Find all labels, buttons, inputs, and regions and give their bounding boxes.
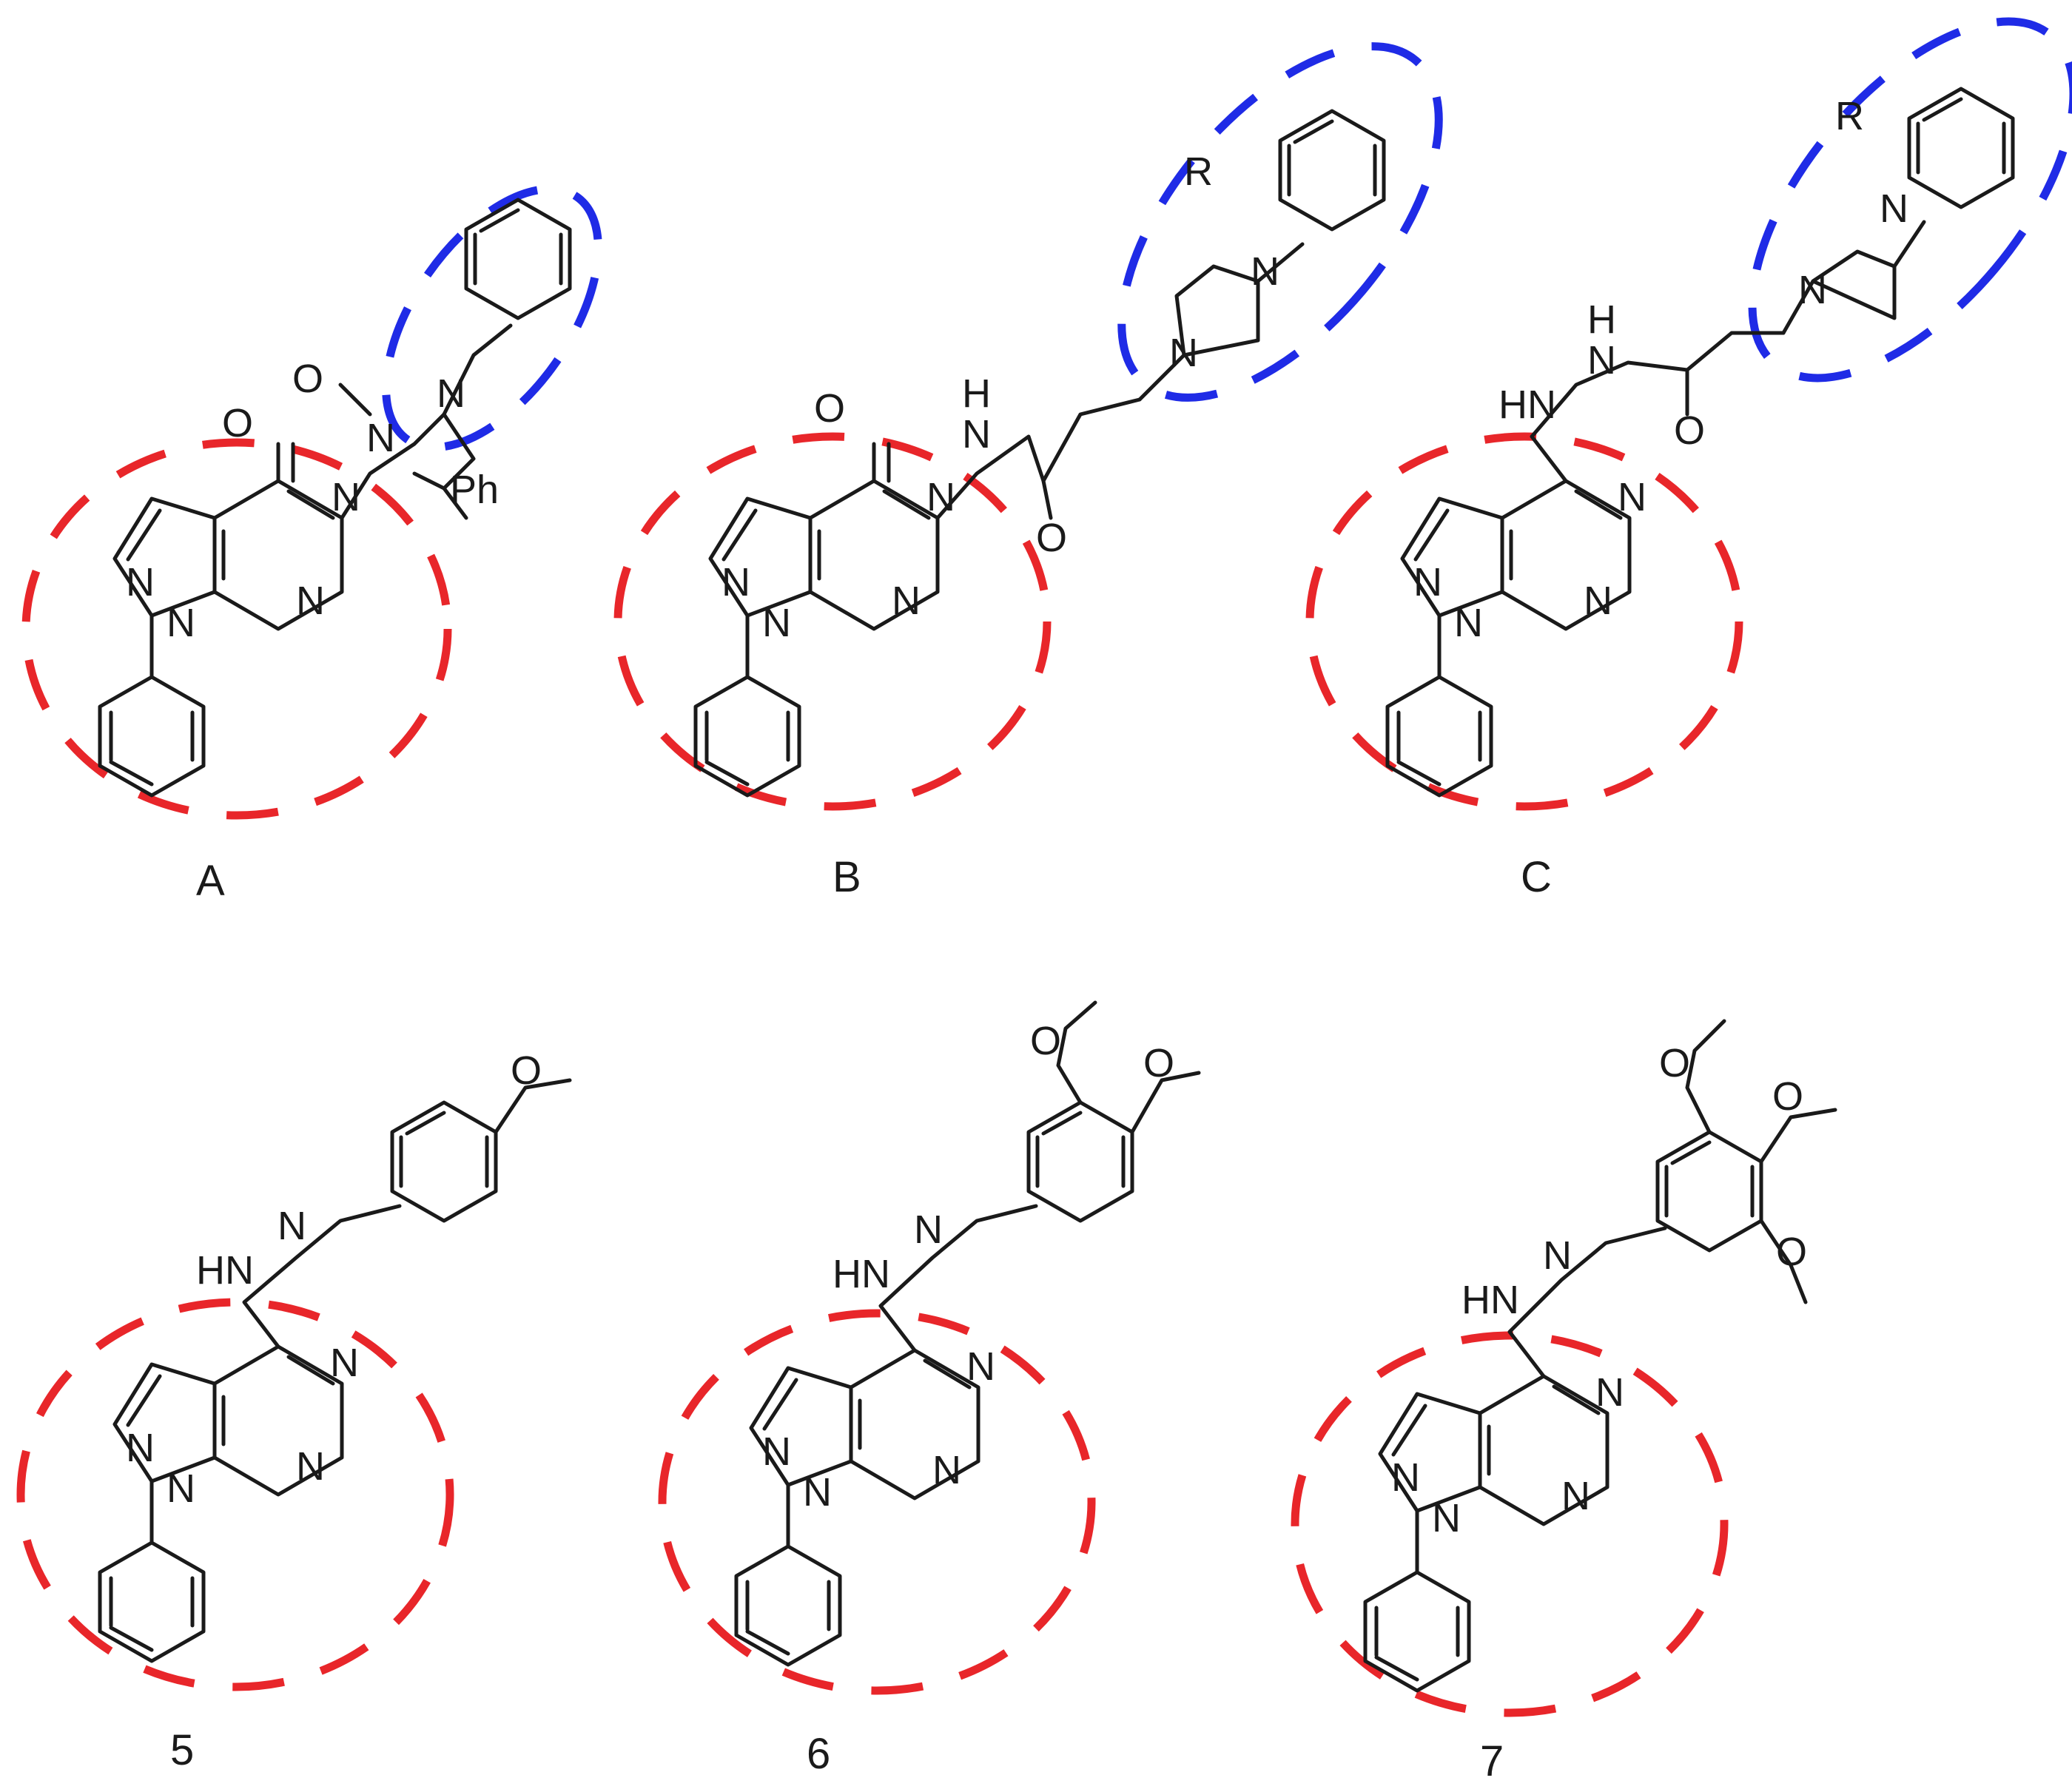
atom-label: O bbox=[1143, 1041, 1174, 1085]
atom-label: N bbox=[1595, 1370, 1624, 1415]
atom-label: N bbox=[1432, 1496, 1461, 1540]
atom-label: N bbox=[1618, 475, 1646, 519]
atom-label: N bbox=[126, 560, 155, 604]
atom-label: N bbox=[166, 1466, 195, 1511]
atom-label: N bbox=[332, 475, 360, 519]
atom-label: O bbox=[1772, 1074, 1803, 1119]
atom-label: N bbox=[126, 1426, 155, 1470]
core-highlight-ring-5 bbox=[16, 1298, 454, 1691]
atom-label: N bbox=[803, 1470, 832, 1515]
atom-label: N bbox=[1454, 601, 1483, 645]
atom-label: HN bbox=[1498, 383, 1556, 427]
atom-label: O bbox=[1776, 1230, 1807, 1274]
compound-label-5: 5 bbox=[170, 1726, 194, 1774]
compound-5: HN N N N N N O 5 bbox=[16, 1048, 572, 1774]
atom-label: N bbox=[1584, 579, 1612, 623]
atom-label: N bbox=[926, 475, 955, 519]
atom-label: N bbox=[722, 560, 750, 604]
atom-label: N bbox=[1587, 338, 1616, 383]
atom-label: O bbox=[222, 401, 253, 445]
compound-label-6: 6 bbox=[807, 1730, 830, 1778]
core-highlight-ring-C bbox=[1305, 432, 1743, 811]
aryl-highlight-ring-A bbox=[382, 184, 602, 452]
core-highlight-ring-A bbox=[21, 438, 452, 820]
compound-7: HN N N N N N O O O 7 bbox=[1291, 1019, 1837, 1785]
atom-label: O bbox=[511, 1048, 542, 1093]
aryl-highlight-ring-B bbox=[1117, 42, 1443, 402]
atom-label: N bbox=[166, 601, 195, 645]
atom-label: N bbox=[1561, 1474, 1590, 1518]
atom-label: N bbox=[1413, 560, 1442, 604]
compound-A: O N N N N O N N Ph A bbox=[21, 184, 602, 905]
atom-label: N bbox=[892, 579, 921, 623]
atom-label: N bbox=[1798, 268, 1827, 312]
compound-label-7: 7 bbox=[1480, 1737, 1504, 1785]
atom-label: N bbox=[1391, 1455, 1420, 1500]
atom-label: N bbox=[914, 1207, 943, 1252]
atom-label: N bbox=[932, 1448, 961, 1492]
atom-label: N bbox=[296, 579, 325, 623]
atom-label: O bbox=[1674, 408, 1705, 453]
core-highlight-ring-7 bbox=[1291, 1331, 1729, 1717]
compound-label-A: A bbox=[196, 857, 225, 905]
atom-label: N bbox=[278, 1204, 306, 1248]
compound-B: O N N N N H N O N N R B bbox=[613, 42, 1443, 901]
atom-label: N bbox=[296, 1444, 325, 1489]
atom-label: N bbox=[330, 1341, 359, 1385]
compound-label-C: C bbox=[1521, 853, 1552, 901]
aryl-highlight-ring-C bbox=[1748, 17, 2072, 383]
core-highlight-ring-6 bbox=[658, 1309, 1096, 1695]
compound-6: HN N N N N N O O 6 bbox=[658, 1000, 1201, 1778]
atom-label: O bbox=[1036, 516, 1067, 560]
atom-label: R bbox=[1184, 149, 1213, 194]
atom-label: HN bbox=[196, 1248, 254, 1293]
atom-label: N bbox=[1880, 186, 1908, 231]
atom-label: N bbox=[437, 371, 465, 416]
atom-label: O bbox=[292, 357, 323, 401]
atom-label: N bbox=[762, 1429, 791, 1474]
atom-label: O bbox=[814, 386, 845, 431]
compound-C: HN H N N N N N O N N R C bbox=[1305, 17, 2072, 901]
atom-label: R bbox=[1835, 94, 1864, 138]
atom-label: N bbox=[1169, 331, 1198, 375]
atom-label: N bbox=[1543, 1233, 1572, 1278]
atom-label: Ph bbox=[450, 468, 499, 512]
atom-label: N bbox=[366, 416, 395, 460]
atom-label: N bbox=[966, 1344, 995, 1389]
atom-label: O bbox=[1030, 1019, 1061, 1063]
atom-label: HN bbox=[1462, 1278, 1519, 1322]
atom-label: N bbox=[962, 412, 991, 457]
atom-label: O bbox=[1659, 1041, 1690, 1085]
atom-label: HN bbox=[832, 1252, 890, 1296]
atom-label: H bbox=[1587, 297, 1616, 342]
atom-label: H bbox=[962, 371, 991, 416]
atom-label: N bbox=[762, 601, 791, 645]
compound-label-B: B bbox=[832, 853, 861, 901]
core-highlight-ring-B bbox=[613, 432, 1052, 811]
atom-label: N bbox=[1251, 249, 1279, 294]
